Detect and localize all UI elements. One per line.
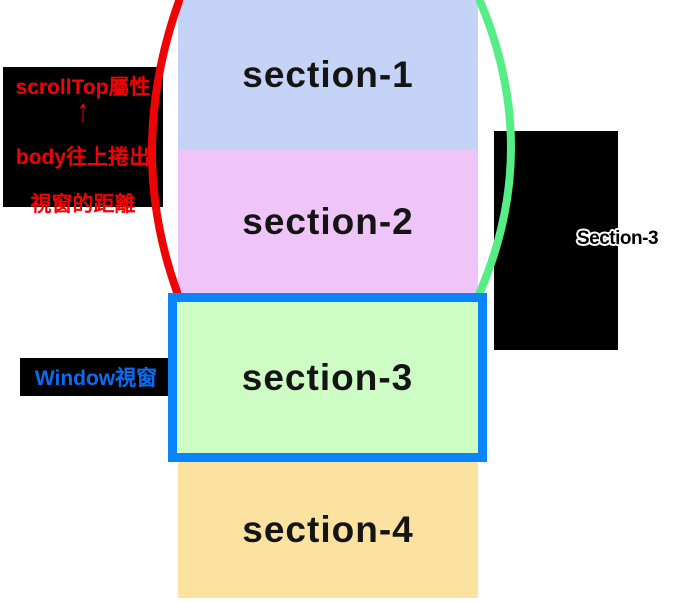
right-annotation-label: Section-3 — [577, 228, 659, 249]
section-4-block: section-4 — [178, 462, 478, 598]
window-viewport-frame: section-3 — [168, 293, 487, 462]
scrolltop-description: body往上捲出 視窗的距離 — [16, 123, 150, 241]
scrolltop-description-line1: body往上捲出 — [15, 146, 151, 170]
scrolltop-annotation-box: scrollTop屬性 ↑ body往上捲出 視窗的距離 — [3, 67, 163, 216]
scrolltop-description-line2: 視窗的距離 — [30, 193, 136, 217]
section-2-block: section-2 — [178, 150, 478, 293]
window-label-box: Window視窗 — [20, 358, 172, 396]
section-4-label: section-4 — [242, 509, 414, 550]
up-arrow-icon: ↑ — [77, 93, 89, 130]
section-1-block: section-1 — [178, 0, 478, 150]
section-1-label: section-1 — [242, 54, 414, 95]
right-annotation-box: Section-3 — [494, 131, 659, 350]
scrolltop-title: scrollTop屬性 — [15, 76, 151, 99]
window-label: Window視窗 — [34, 367, 158, 390]
section-3-label: section-3 — [241, 356, 414, 398]
section-2-label: section-2 — [242, 200, 414, 242]
